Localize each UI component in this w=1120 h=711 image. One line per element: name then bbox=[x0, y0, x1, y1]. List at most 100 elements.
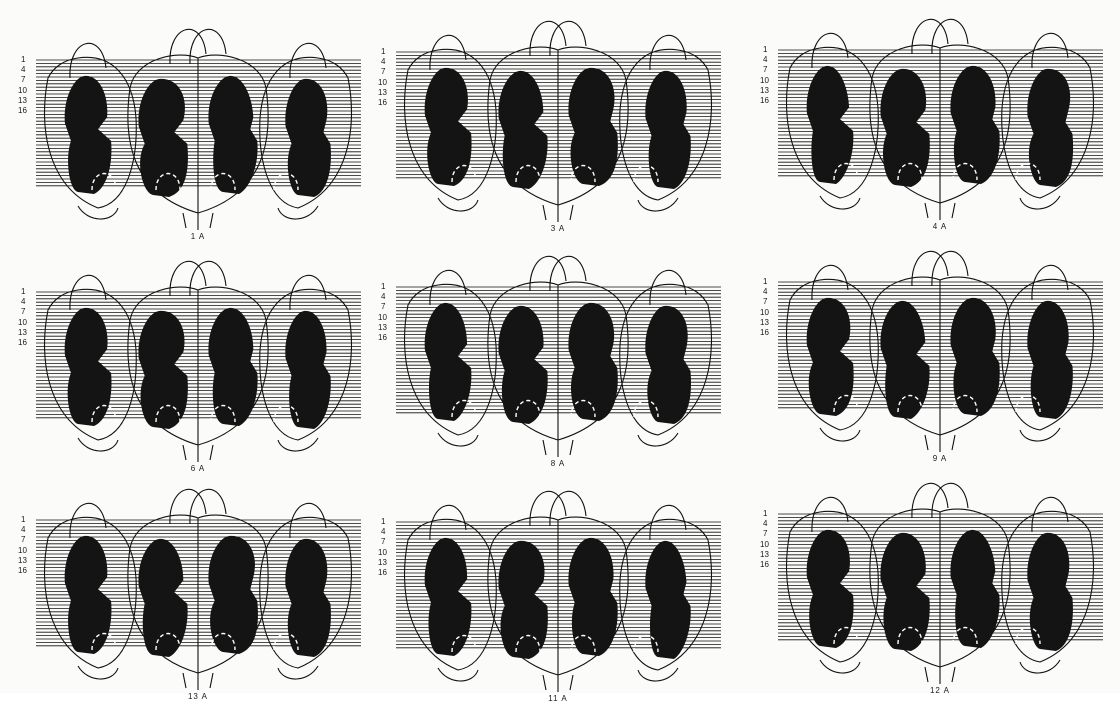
section-drawing bbox=[18, 250, 363, 460]
row-marker-label: 4 bbox=[763, 288, 767, 296]
row-marker-label: 7 bbox=[21, 536, 25, 544]
stained-region bbox=[1027, 69, 1073, 187]
row-marker-label: 4 bbox=[763, 56, 767, 64]
stained-region bbox=[425, 303, 472, 421]
row-marker-label: 10 bbox=[760, 541, 769, 549]
panel-caption: 8 A bbox=[518, 459, 598, 468]
row-marker-label: 7 bbox=[381, 538, 385, 546]
row-marker-label: 4 bbox=[21, 66, 25, 74]
row-marker-label: 10 bbox=[18, 87, 27, 95]
panel-caption: 11 A bbox=[518, 694, 598, 703]
stained-region bbox=[880, 301, 929, 419]
diagram-plate: 1471013161 A1471013163 A1471013164 A1471… bbox=[0, 0, 1120, 693]
row-marker-label: 13 bbox=[18, 557, 27, 565]
row-marker-label: 7 bbox=[763, 298, 767, 306]
stained-region bbox=[1027, 301, 1073, 419]
row-marker-label: 10 bbox=[18, 547, 27, 555]
section-drawing bbox=[378, 10, 723, 220]
stained-region bbox=[645, 306, 691, 424]
stained-region bbox=[138, 311, 187, 429]
stained-region bbox=[498, 306, 547, 424]
row-marker-label: 4 bbox=[21, 526, 25, 534]
panel-caption: 13 A bbox=[158, 692, 238, 701]
row-marker-label: 16 bbox=[760, 329, 769, 337]
row-marker-label: 4 bbox=[381, 58, 385, 66]
row-marker-label: 1 bbox=[21, 56, 25, 64]
row-marker-label: 10 bbox=[18, 319, 27, 327]
panel-caption: 3 A bbox=[518, 224, 598, 233]
section-drawing bbox=[760, 472, 1105, 682]
row-marker-label: 13 bbox=[378, 89, 387, 97]
panel-caption: 6 A bbox=[158, 464, 238, 473]
row-marker-label: 7 bbox=[21, 308, 25, 316]
row-marker-label: 13 bbox=[18, 97, 27, 105]
row-marker-label: 7 bbox=[763, 530, 767, 538]
row-marker-label: 7 bbox=[381, 303, 385, 311]
stained-region bbox=[880, 69, 929, 187]
stained-region bbox=[65, 536, 112, 654]
stained-region bbox=[65, 76, 112, 194]
row-marker-label: 7 bbox=[21, 76, 25, 84]
stained-region bbox=[138, 79, 188, 197]
stained-region bbox=[645, 71, 691, 189]
row-marker-label: 4 bbox=[381, 293, 385, 301]
row-marker-label: 1 bbox=[21, 288, 25, 296]
row-marker-label: 10 bbox=[760, 77, 769, 85]
row-marker-label: 1 bbox=[763, 278, 767, 286]
brain-section-panel: 1 4 7 10 13 16 13 A bbox=[18, 478, 383, 709]
brain-section-panel: 1 4 7 10 13 16 11 A bbox=[378, 480, 743, 711]
row-marker-label: 1 bbox=[381, 518, 385, 526]
stained-region bbox=[880, 533, 929, 651]
row-marker-label: 13 bbox=[378, 559, 387, 567]
brain-section-panel: 1 4 7 10 13 16 1 A bbox=[18, 18, 383, 249]
row-marker-label: 13 bbox=[18, 329, 27, 337]
row-marker-label: 16 bbox=[18, 339, 27, 347]
row-marker-label: 4 bbox=[21, 298, 25, 306]
section-drawing bbox=[18, 478, 363, 688]
row-marker-label: 10 bbox=[378, 549, 387, 557]
panel-caption: 1 A bbox=[158, 232, 238, 241]
panel-caption: 9 A bbox=[900, 454, 980, 463]
row-marker-label: 1 bbox=[381, 48, 385, 56]
row-marker-label: 1 bbox=[763, 510, 767, 518]
stained-region bbox=[807, 66, 854, 184]
section-drawing bbox=[760, 8, 1105, 218]
row-marker-label: 10 bbox=[378, 314, 387, 322]
stained-region bbox=[285, 79, 331, 197]
row-marker-label: 16 bbox=[18, 567, 27, 575]
brain-section-panel: 1 4 7 10 13 16 6 A bbox=[18, 250, 383, 481]
stained-region bbox=[1027, 533, 1073, 651]
row-marker-label: 16 bbox=[378, 334, 387, 342]
row-marker-label: 7 bbox=[763, 66, 767, 74]
panel-caption: 4 A bbox=[900, 222, 980, 231]
stained-region bbox=[285, 539, 331, 657]
row-marker-label: 4 bbox=[381, 528, 385, 536]
row-marker-label: 16 bbox=[760, 561, 769, 569]
row-marker-label: 4 bbox=[763, 520, 767, 528]
row-marker-label: 10 bbox=[760, 309, 769, 317]
row-marker-label: 16 bbox=[760, 97, 769, 105]
stained-region bbox=[498, 541, 547, 659]
row-marker-label: 1 bbox=[381, 283, 385, 291]
row-marker-label: 16 bbox=[378, 569, 387, 577]
brain-section-panel: 1471013164 A bbox=[760, 8, 1120, 239]
brain-section-panel: 1471013163 A bbox=[378, 10, 743, 241]
row-marker-label: 10 bbox=[378, 79, 387, 87]
stained-region bbox=[138, 539, 187, 657]
stained-region bbox=[498, 71, 547, 189]
stained-region bbox=[425, 538, 472, 656]
section-drawing bbox=[18, 18, 363, 228]
section-drawing bbox=[760, 240, 1105, 450]
row-marker-label: 16 bbox=[18, 107, 27, 115]
brain-section-panel: 1 4 7 10 13 16 12 A bbox=[760, 472, 1120, 703]
section-drawing bbox=[378, 480, 723, 690]
row-marker-label: 7 bbox=[381, 68, 385, 76]
stained-region bbox=[285, 311, 331, 429]
stained-region bbox=[645, 541, 690, 659]
row-marker-label: 13 bbox=[760, 551, 769, 559]
stained-region bbox=[65, 308, 112, 426]
panel-caption: 12 A bbox=[900, 686, 980, 695]
row-marker-label: 13 bbox=[378, 324, 387, 332]
section-drawing bbox=[378, 245, 723, 455]
row-marker-label: 1 bbox=[763, 46, 767, 54]
